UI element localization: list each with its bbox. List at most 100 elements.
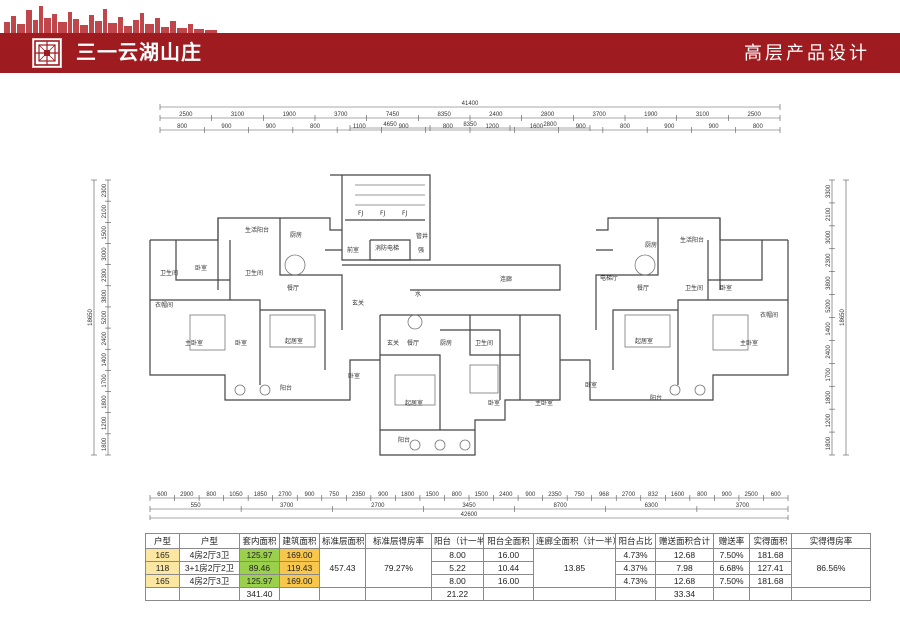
room-gate-tag: 强 [418,247,424,254]
room-well-tag: 管井 [416,232,428,240]
dim-bottom-row1: 2700 [278,492,292,498]
dim-bottom-row1: 1500 [475,492,489,498]
dim-right: 3300 [826,184,832,198]
cell-empty [713,587,750,601]
city-skyline-icon [4,6,217,34]
dim-top-row1: 2500 [179,112,193,118]
cell-balcony-half: 5.22 [431,561,484,575]
cell-empty [179,587,240,601]
dim-top-row3: 800 [620,124,631,130]
cell-empty [749,587,792,601]
dim-top-row3: 800 [753,124,764,130]
th-balcony-full: 阳台全面积 [483,533,534,549]
dim-bottom-row1: 968 [599,492,610,498]
cell-unit-code: 165 [145,574,180,588]
room-balcony-right: 阳台 [650,394,662,402]
room-bath-4: 卫生间 [685,284,703,292]
cell-building-area: 119.43 [279,561,320,575]
room-service-balcony-right: 生活阳台 [680,236,704,244]
cell-empty [791,587,871,601]
dim-right: 2300 [826,253,832,267]
dim-right-total: 18650 [840,308,846,325]
room-kitchen-center: 厨房 [440,339,452,347]
cell-balcony-half: 8.00 [431,548,484,562]
dim-top-row1: 1900 [282,112,296,118]
dim-bottom-row1: 2400 [499,492,513,498]
cell-unit-type: 4房2厅3卫 [179,548,240,562]
room-stair-tag-2: FJ [380,210,385,217]
dim-bottom-row1: 1500 [426,492,440,498]
room-bath-3: 卫生间 [475,339,493,347]
cell-inner-area: 125.97 [239,574,280,588]
area-table: 户型 户型 套内面积 建筑面积 标准层面积 标准层得房率 阳台（计一半） 阳台全… [145,533,871,601]
dim-bottom-row1: 1800 [401,492,415,498]
room-bath-1: 卫生间 [160,269,178,277]
dim-top-row2: 2800 [543,122,557,128]
th-corridor-area: 连廊全面积（计一半） [533,533,616,549]
cell-balcony-full: 16.00 [483,548,534,562]
cell-empty [533,587,616,601]
dim-top-row1: 3100 [696,112,710,118]
dim-right: 1400 [826,322,832,336]
room-living-center: 起居室 [405,399,423,407]
room-elevator: 消防电梯 [375,244,399,252]
dim-right: 1800 [826,390,832,404]
dim-top-row3: 1100 [353,124,367,130]
dim-top-row3: 900 [221,124,232,130]
dim-bottom-row1: 1850 [254,492,268,498]
cell-total-inner-area: 341.40 [239,587,280,601]
dim-bottom-row1: 900 [722,492,733,498]
dim-top-row2: 8350 [463,122,477,128]
dim-left: 3000 [102,247,108,261]
dim-bottom-row1: 1600 [671,492,685,498]
room-cloak-left: 衣帽间 [155,301,173,309]
dim-right: 1800 [826,436,832,450]
dim-bottom-row1: 2500 [745,492,759,498]
dim-bottom-row1: 2900 [180,492,194,498]
cell-balcony-half: 8.00 [431,574,484,588]
room-dining-right: 餐厅 [637,284,649,292]
dim-bottom-row2: 3700 [280,503,294,509]
room-water-tag: 水 [415,290,421,298]
dim-left: 5200 [102,310,108,324]
dim-top-row1: 8350 [437,112,451,118]
room-dining-left: 餐厅 [287,284,299,292]
th-actual-area: 实得面积 [749,533,792,549]
dim-bottom-row1: 2350 [548,492,562,498]
room-living-right: 起居室 [635,337,653,345]
dim-top-row3: 800 [443,124,454,130]
room-cloak-right: 衣帽间 [760,311,778,319]
cell-unit-code: 165 [145,548,180,562]
dim-top-row3: 900 [266,124,277,130]
cell-balcony-share: 4.73% [615,548,656,562]
dim-top-outer: 41400 [462,101,479,107]
table-row: 118 3+1房2厅2卫 89.46 119.43 5.22 10.44 4.3… [145,561,871,575]
room-bedroom-5: 卧室 [585,381,597,389]
cell-gift-total: 12.68 [655,548,714,562]
dim-left: 1500 [102,226,108,240]
dim-bottom-outer: 42600 [461,512,478,518]
cell-gift-total: 12.68 [655,574,714,588]
cell-balcony-full: 10.44 [483,561,534,575]
room-stair-tag-1: FJ [358,210,363,217]
th-gift-total: 赠送面积合计 [655,533,714,549]
room-bedroom-4: 卧室 [488,399,500,407]
dim-bottom-row2: 3450 [462,503,476,509]
room-service-balcony-left: 生活阳台 [245,226,269,234]
room-bedroom-6: 卧室 [720,284,732,292]
plan-furniture [189,184,749,451]
dim-right: 3000 [826,230,832,244]
th-actual-ratio: 实得得房率 [791,533,871,549]
brand-title: 三一云湖山庄 [76,42,202,64]
dim-bottom-row1: 800 [452,492,463,498]
dim-top-row3: 900 [709,124,720,130]
dim-left: 1800 [102,395,108,409]
cell-standard-floor-ratio: 79.27% [365,548,432,588]
room-balcony-left: 阳台 [280,384,292,392]
dim-left: 1700 [102,374,108,388]
area-table-wrap: 户型 户型 套内面积 建筑面积 标准层面积 标准层得房率 阳台（计一半） 阳台全… [145,533,871,601]
dim-right: 5200 [826,299,832,313]
dim-bottom-row1: 2350 [352,492,366,498]
cell-actual-area: 181.68 [749,574,792,588]
dim-top-row3: 1200 [485,124,499,130]
